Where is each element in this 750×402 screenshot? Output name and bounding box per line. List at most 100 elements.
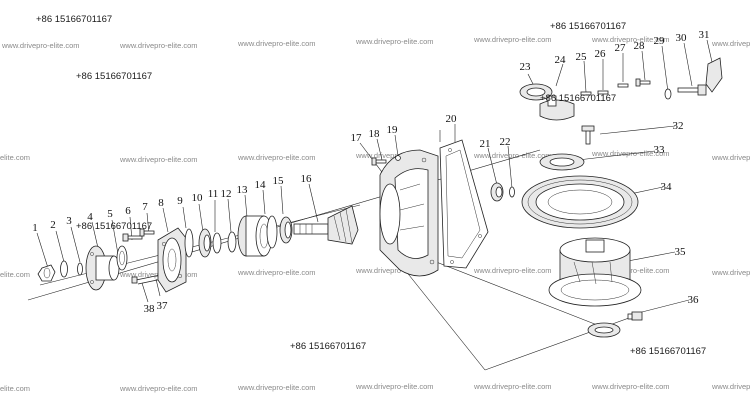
watermark-text: www.drivepro-elite.com (355, 151, 434, 160)
watermark-text: www.drivepro-elite.com (711, 268, 750, 277)
watermark-text: www.drivepro-elite.com (473, 35, 552, 44)
part-1-nut (37, 264, 56, 282)
callout-number: 14 (255, 179, 267, 191)
callout-number: 12 (221, 188, 232, 200)
parts (37, 57, 723, 338)
callout-number: 10 (192, 192, 204, 204)
part-36-plug (627, 311, 643, 321)
callout-number: 38 (144, 303, 156, 315)
callout-number: 17 (351, 132, 363, 144)
part-35-diff-case (548, 237, 642, 307)
part-28-bolt (635, 78, 651, 87)
callout-number: 6 (125, 205, 131, 217)
callout-number: 26 (595, 48, 607, 60)
watermark-text: www.drivepro-elite.com (119, 155, 198, 164)
watermark-text: www.drivepro-elite.com (355, 37, 434, 46)
callout-number: 37 (157, 300, 169, 312)
callout-number: 22 (500, 136, 511, 148)
callout-number: 35 (675, 246, 687, 258)
phone-number-overlay: +86 15166701167 (540, 93, 616, 104)
part-3-ring (77, 262, 83, 276)
part-32-bolt (581, 125, 595, 145)
callout-number: 27 (615, 42, 627, 54)
part-27-pin (617, 83, 629, 88)
part-17-housing (379, 149, 439, 277)
part-15-bearing (279, 216, 293, 244)
callout-number: 32 (673, 120, 684, 132)
part-18-bolt (371, 157, 387, 166)
callout-number: 16 (301, 173, 313, 185)
callout-number: 36 (688, 294, 700, 306)
watermark-text: www.drivepro-elite.com (237, 268, 316, 277)
part-34-ring-gear (521, 175, 639, 229)
callout-number: 1 (32, 222, 38, 234)
part-24-bearing-cap (539, 95, 575, 121)
part-9-shim (184, 228, 194, 258)
callout-number: 8 (158, 197, 164, 209)
callout-number: 31 (699, 29, 710, 41)
part-7-bolt (139, 228, 155, 237)
callout-number: 9 (177, 195, 183, 207)
callout-number: 29 (654, 35, 666, 47)
callout-number: 24 (555, 54, 567, 66)
part-8-cover (157, 227, 187, 293)
watermark-text: elite.com (0, 384, 30, 393)
callout-number: 21 (480, 138, 491, 150)
watermark-text: www.drivepro-elite.com (237, 383, 316, 392)
watermark-text: www.drivepro-elite.com (711, 153, 750, 162)
phone-number-overlay: +86 15166701167 (36, 14, 112, 25)
callout-number: 33 (654, 144, 666, 156)
part-6-bolt (122, 233, 143, 242)
watermark-text: www.drivepro-elite.com (1, 41, 80, 50)
watermark-text: elite.com (0, 270, 30, 279)
part-14-shim (266, 215, 278, 249)
phone-number-overlay: +86 15166701167 (76, 71, 152, 82)
part-19-washer (395, 155, 401, 161)
part-13-bearing-cage (237, 215, 273, 257)
watermark-text: www.drivepro-elite.com (711, 39, 750, 48)
callout-number: 19 (387, 124, 399, 136)
watermark-text: www.drivepro-elite.com (591, 149, 670, 158)
callout-number: 3 (66, 215, 72, 227)
watermark-text: www.drivepro-elite.com (591, 35, 670, 44)
watermark-text: elite.com (0, 153, 30, 162)
part-11-spacer (212, 232, 222, 254)
callout-number: 5 (107, 208, 113, 220)
watermark-text: www.drivepro-elite.com (119, 384, 198, 393)
watermark-text: www.drivepro-elite.com (355, 266, 434, 275)
part-31-lock-plate (705, 57, 723, 93)
callout-number: 15 (273, 175, 285, 187)
phone-number-overlay: +86 15166701167 (630, 346, 706, 357)
phone-layer: +86 15166701167 +86 15166701167 +86 151667… (36, 14, 706, 357)
callout-number: 4 (87, 211, 93, 223)
part-lower-bearing (587, 322, 621, 338)
callout-number: 28 (634, 40, 646, 52)
callout-number: 34 (661, 181, 673, 193)
callout-number: 18 (369, 128, 381, 140)
watermark-text: www.drivepro-elite.com (473, 266, 552, 275)
callout-number: 13 (237, 184, 249, 196)
part-4-flange (85, 245, 120, 291)
part-30-bolt (677, 84, 707, 96)
part-29-washer (664, 88, 672, 100)
watermark-text: www.drivepro-elite.com (237, 39, 316, 48)
part-2-washer (60, 260, 68, 278)
watermark-text: www.drivepro-elite.com (473, 382, 552, 391)
watermark-text: www.drivepro-elite.com (473, 151, 552, 160)
phone-number-overlay: +86 15166701167 (550, 21, 626, 32)
callout-number: 30 (676, 32, 688, 44)
part-20-gasket (439, 139, 489, 269)
part-21-bearing (490, 182, 504, 202)
callout-number: 23 (520, 61, 532, 73)
callout-number: 20 (446, 113, 458, 125)
watermark-text: www.drivepro-elite.com (355, 382, 434, 391)
watermark-text: www.drivepro-elite.com (119, 41, 198, 50)
watermark-text: www.drivepro-elite.com (591, 382, 670, 391)
part-10-bearing (198, 228, 212, 258)
part-26-pin (597, 90, 609, 95)
part-22-snap-ring (509, 186, 515, 198)
part-23-bearing-cup (519, 83, 553, 101)
phone-number-overlay: +86 15166701167 (290, 341, 366, 352)
